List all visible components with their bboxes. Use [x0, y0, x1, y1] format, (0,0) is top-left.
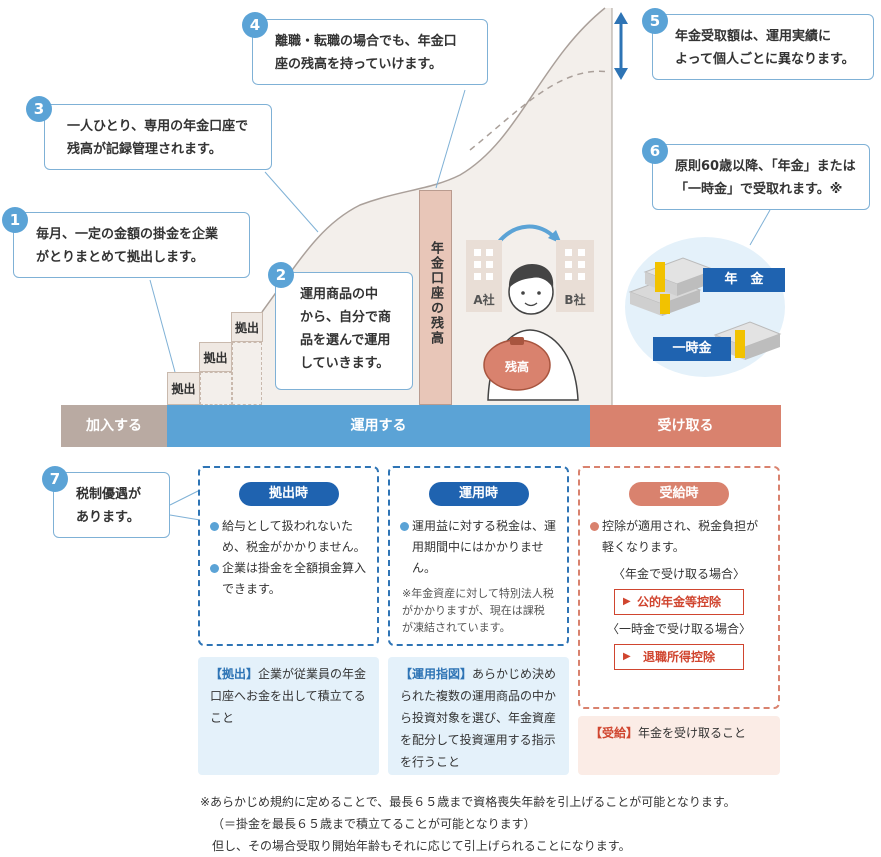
money-stack-icon	[628, 257, 717, 316]
timeline-join: 加入する	[61, 405, 167, 447]
definition-invest-term: 【運用指図】	[400, 667, 473, 681]
badge-5: 5	[642, 8, 668, 34]
contribution-step-1: 拠出	[167, 372, 200, 405]
definition-receive: 【受給】年金を受け取ること	[578, 716, 780, 775]
tax-invest-note: ※年金資産に対して特別法人税がかかりますが、現在は課税が凍結されています。	[402, 587, 554, 634]
tax-box-invest: 運用時 運用益に対する税金は、運用期間中にはかかりません。 ※年金資産に対して特…	[388, 466, 569, 646]
payout-range-arrow	[614, 12, 628, 80]
callout-7-line2: あります。	[76, 510, 140, 525]
badge-7: 7	[42, 466, 68, 492]
leader-line-7b	[169, 514, 201, 521]
leader-line-7	[169, 489, 201, 506]
callout-3: 一人ひとり、専用の年金口座で 残高が記録管理されます。	[44, 104, 272, 170]
footnote-line-1: ※あらかじめ規約に定めることで、最長６５歳まで資格喪失年齢を引上げることが可能と…	[200, 795, 736, 809]
callout-6-line1: 原則60歳以降、「年金」または	[675, 159, 856, 174]
badge-2: 2	[268, 262, 294, 288]
badge-1: 1	[2, 207, 28, 233]
callout-4: 離職・転職の場合でも、年金口 座の残高を持っていけます。	[252, 19, 488, 85]
definition-contribute-desc: 企業が従業員の年金口座へお金を出して積立てること	[210, 667, 367, 725]
callout-2-line2: から、自分で商	[300, 310, 392, 325]
tax-invest-title: 運用時	[428, 482, 529, 506]
callout-6: 原則60歳以降、「年金」または 「一時金」で受取れます。※	[652, 144, 870, 210]
callout-5-line1: 年金受取額は、運用実績に	[675, 29, 832, 44]
balance-label: 年金口座の残高	[428, 241, 443, 346]
balance-growth-curve	[261, 7, 606, 313]
balance-column: 年金口座の残高	[419, 190, 452, 405]
lump-sum-label: 一時金	[653, 337, 731, 361]
timeline-receive: 受け取る	[590, 405, 781, 447]
company-b-building: B社	[556, 240, 594, 312]
tax-box-receive: 受給時 控除が適用され、税金負担が軽くなります。 〈年金で受け取る場合〉 公的年…	[578, 466, 780, 709]
company-a-label: A社	[473, 293, 495, 307]
definition-contribute-term: 【拠出】	[210, 667, 259, 681]
definition-contribute: 【拠出】企業が従業員の年金口座へお金を出して積立てること	[198, 657, 379, 775]
step-label: 拠出	[171, 382, 196, 396]
tax-contribute-bullet-1: 給与として扱われないため、税金がかかりません。	[200, 516, 377, 558]
leader-line-6	[749, 209, 771, 246]
person-illustration	[483, 264, 579, 401]
footnote-line-3: 但し、その場合受取り開始年齢もそれに応じて引上げられることになります。	[212, 839, 631, 853]
badge-3: 3	[26, 96, 52, 122]
callout-4-line2: 座の残高を持っていけます。	[275, 57, 443, 72]
callout-4-line1: 離職・転職の場合でも、年金口	[275, 34, 457, 49]
callout-5: 年金受取額は、運用実績に よって個人ごとに異なります。	[652, 14, 874, 80]
tax-receive-bullet-1: 控除が適用され、税金負担が軽くなります。	[580, 516, 778, 558]
callout-1: 毎月、一定の金額の掛金を企業 がとりまとめて拠出します。	[13, 212, 250, 278]
retirement-income-deduction: 退職所得控除	[614, 644, 744, 670]
contribution-step-3: 拠出	[231, 312, 263, 342]
tax-receive-case-1: 〈年金で受け取る場合〉	[612, 567, 745, 581]
transfer-arrow	[496, 224, 557, 245]
definition-invest: 【運用指図】あらかじめ決められた複数の運用商品の中から投資対象を選び、年金資産を…	[388, 657, 569, 775]
callout-3-line1: 一人ひとり、専用の年金口座で	[67, 119, 249, 134]
callout-5-line2: よって個人ごとに異なります。	[675, 52, 855, 67]
contribution-step-2: 拠出	[199, 342, 232, 372]
callout-2-line3: 品を選んで運用	[300, 333, 391, 348]
callout-1-line1: 毎月、一定の金額の掛金を企業	[36, 227, 219, 242]
leader-line-1	[149, 279, 176, 373]
public-pension-deduction: 公的年金等控除	[614, 589, 744, 615]
callout-2-line1: 運用商品の中	[300, 287, 379, 302]
tax-receive-case-2: 〈一時金で受け取る場合〉	[606, 622, 751, 636]
alternative-growth-curve	[469, 70, 611, 151]
timeline-invest: 運用する	[167, 405, 590, 447]
callout-3-line2: 残高が記録管理されます。	[67, 142, 222, 157]
leader-line-3	[264, 171, 319, 233]
purse-label: 残高	[504, 360, 529, 374]
callout-6-line2: 「一時金」で受取れます。※	[675, 182, 843, 197]
callout-2-line4: していきます。	[300, 356, 390, 371]
definition-receive-term: 【受給】	[590, 726, 639, 740]
company-b-label: B社	[564, 293, 586, 307]
definition-receive-desc: 年金を受け取ること	[638, 726, 747, 740]
badge-6: 6	[642, 138, 668, 164]
callout-7: 税制優遇が あります。	[53, 472, 170, 538]
step-ghost-2	[232, 342, 262, 405]
step-label: 拠出	[203, 351, 228, 365]
step-label: 拠出	[234, 321, 259, 335]
step-ghost-1	[200, 372, 232, 405]
badge-4: 4	[242, 12, 268, 38]
annuity-label: 年 金	[703, 268, 785, 292]
tax-contribute-bullet-2: 企業は掛金を全額損金算入できます。	[200, 558, 377, 600]
leader-line-4	[435, 89, 466, 189]
tax-box-contribute: 拠出時 給与として扱われないため、税金がかかりません。 企業は掛金を全額損金算入…	[198, 466, 379, 646]
callout-1-line2: がとりまとめて拠出します。	[36, 250, 204, 265]
definition-invest-desc: あらかじめ決められた複数の運用商品の中から投資対象を選び、年金資産を配分して投資…	[400, 667, 557, 769]
company-a-building: A社	[466, 240, 502, 312]
tax-receive-title: 受給時	[629, 482, 729, 506]
tax-invest-bullet-1: 運用益に対する税金は、運用期間中にはかかりません。	[390, 516, 567, 579]
tax-contribute-title: 拠出時	[238, 482, 339, 506]
callout-2: 運用商品の中 から、自分で商 品を選んで運用 していきます。	[275, 272, 413, 390]
callout-7-line1: 税制優遇が	[76, 487, 142, 502]
footnote-line-2: （＝掛金を最長６５歳まで積立てることが可能となります）	[212, 817, 536, 831]
